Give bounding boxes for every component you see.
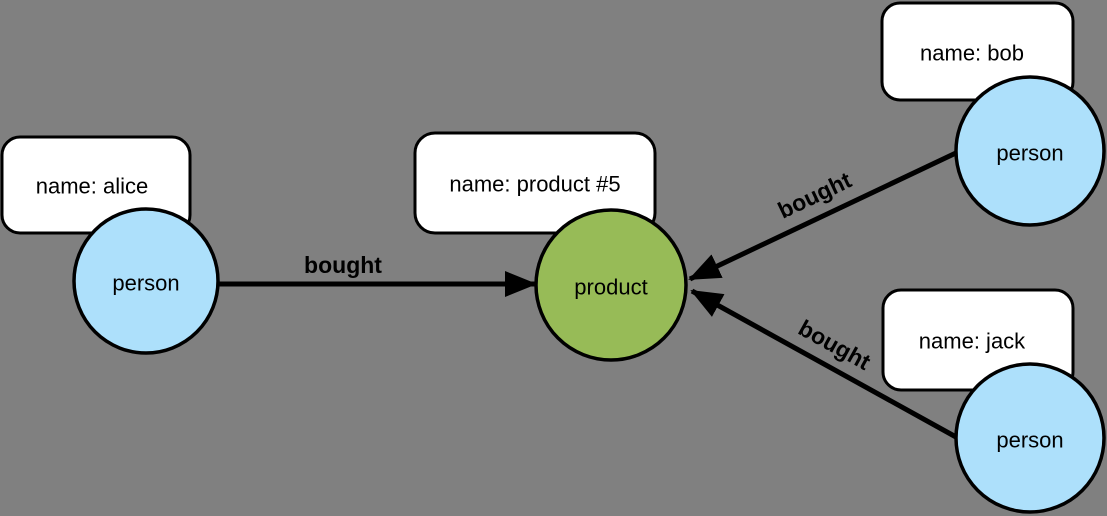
property-text-bob: name: bob	[920, 41, 1024, 66]
person-node-jack	[954, 362, 1106, 514]
node-label-jack: person	[996, 428, 1063, 453]
edge-label-alice-bought: bought	[304, 252, 382, 278]
node-label-alice: person	[112, 271, 179, 296]
property-box-product	[413, 131, 657, 235]
property-text-product: name: product #5	[449, 172, 620, 197]
node-label-bob: person	[996, 141, 1063, 166]
person-node-bob	[954, 75, 1106, 227]
property-text-alice: name: alice	[36, 174, 149, 199]
person-node-alice	[72, 207, 220, 355]
node-label-product: product	[574, 275, 647, 300]
edge-bob-bought-product	[688, 149, 960, 282]
property-text-jack: name: jack	[919, 329, 1026, 354]
edge-jack-bought-product	[690, 288, 958, 440]
product-node	[534, 208, 688, 362]
